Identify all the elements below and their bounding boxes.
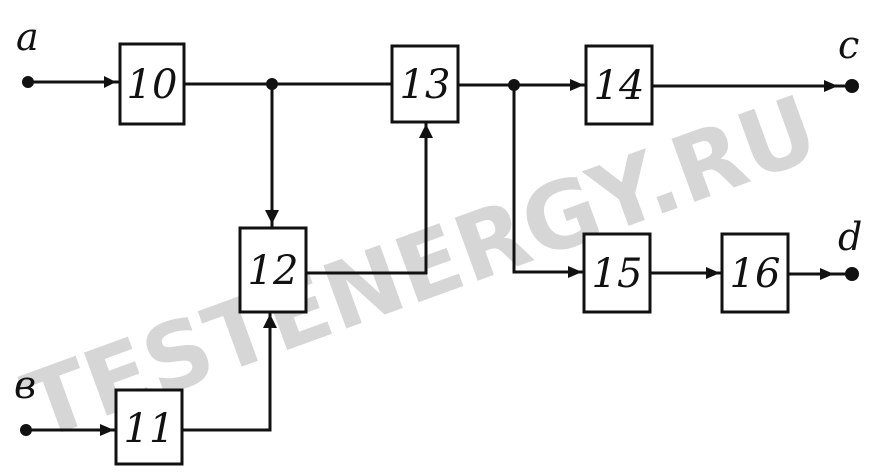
- terminal-c-dot: [845, 79, 859, 93]
- block-14: 14: [584, 44, 654, 126]
- block-13: 13: [390, 44, 460, 124]
- arrow-into-12-bottom: [263, 314, 277, 328]
- arrow-into-15: [568, 266, 582, 278]
- terminal-a-dot: [22, 76, 34, 88]
- terminal-b-label: в: [14, 363, 36, 407]
- block-15: 15: [582, 232, 652, 314]
- wire-node-to-15: [512, 83, 586, 274]
- junction-node-1: [266, 78, 278, 90]
- wire-11-to-12: [180, 310, 272, 432]
- arrow-into-12-top: [265, 210, 279, 224]
- arrow-to-d: [820, 268, 834, 280]
- arrow-into-13-bottom: [419, 124, 433, 138]
- block-16-label: 16: [730, 251, 781, 297]
- block-10: 10: [118, 42, 186, 126]
- block-15-label: 15: [592, 251, 643, 297]
- terminal-d-label: d: [838, 215, 862, 259]
- block-12: 12: [238, 226, 308, 314]
- arrow-into-11: [100, 424, 114, 436]
- block-11: 11: [114, 388, 184, 466]
- block-12-label: 12: [248, 248, 299, 294]
- terminal-c-label: c: [838, 23, 859, 67]
- block-10-label: 10: [127, 62, 178, 108]
- wire-12-to-13: [304, 120, 428, 275]
- block-14-label: 14: [594, 63, 645, 109]
- junction-node-2: [508, 79, 520, 91]
- arrow-into-16: [706, 267, 720, 279]
- block-11-label: 11: [124, 406, 175, 452]
- terminal-b-dot: [20, 424, 32, 436]
- block-13-label: 13: [400, 62, 451, 108]
- terminal-a-label: a: [16, 15, 39, 59]
- arrow-into-10: [104, 76, 116, 88]
- block-16: 16: [720, 232, 790, 314]
- arrow-to-c: [824, 80, 838, 92]
- arrow-into-14: [570, 79, 584, 91]
- terminal-d-dot: [845, 267, 859, 281]
